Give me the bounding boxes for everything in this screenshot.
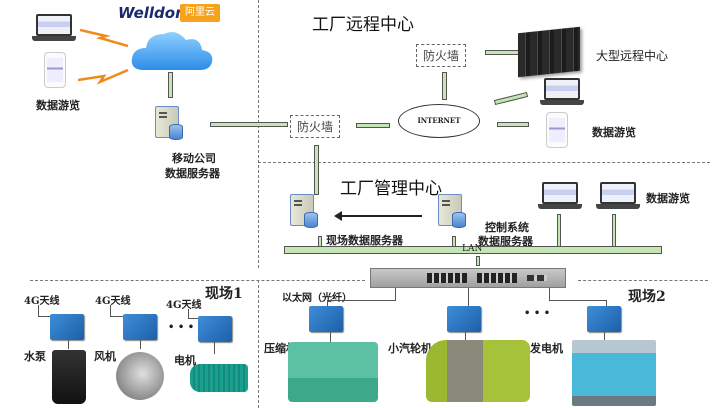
rtu-device-icon <box>309 306 343 332</box>
divider-remote-management <box>258 162 710 163</box>
electric-motor-image <box>190 364 248 392</box>
link-internet-phone <box>497 122 529 127</box>
link-firewall-internet <box>356 123 390 128</box>
management-laptop-icon <box>596 182 640 212</box>
site2-ellipsis: • • • <box>524 308 551 319</box>
welldone-logo: Welldone <box>118 4 196 22</box>
cloud-icon <box>131 32 213 70</box>
antenna-label-3: 4G天线 <box>166 300 202 311</box>
firewall-left: 防火墙 <box>290 115 341 138</box>
datacenter-icon <box>518 26 580 78</box>
device-label-pump: 水泵 <box>24 350 46 363</box>
control-server-label-2: 数据服务器 <box>478 235 533 248</box>
phone-icon <box>44 52 66 88</box>
site1-title: 现场1 <box>205 286 243 302</box>
ethernet-label: 以太网（光纤） <box>282 293 352 304</box>
remote-phone-icon <box>546 112 568 148</box>
lan-drop-control-server <box>452 236 456 247</box>
generator-image <box>572 340 656 406</box>
management-laptop-icon <box>538 182 582 212</box>
device-label-motor: 电机 <box>174 354 196 367</box>
rtu-device-icon <box>587 306 621 332</box>
site1-ellipsis: • • • <box>168 322 195 333</box>
ethernet-wire <box>606 300 607 307</box>
water-pump-image <box>52 350 86 404</box>
lan-drop-switch <box>476 256 480 266</box>
field-server-label: 现场数据服务器 <box>326 234 403 247</box>
antenna-wire <box>188 318 198 319</box>
field-server-icon <box>290 194 318 228</box>
aliyun-logo-text: 阿里云 <box>185 7 215 18</box>
rtu-wire <box>140 340 141 349</box>
control-server-label-1: 控制系统 <box>485 221 529 234</box>
antenna-label-2: 4G天线 <box>95 296 131 307</box>
divider-vertical-left <box>258 0 259 268</box>
link-firewall-management <box>314 145 319 195</box>
aliyun-logo: 阿里云 <box>180 4 220 22</box>
left-browse-label: 数据游览 <box>36 99 80 112</box>
remote-browse-label: 数据游览 <box>592 126 636 139</box>
ethernet-wire <box>549 288 550 300</box>
wireless-link-icon <box>78 68 129 85</box>
firewall-left-label: 防火墙 <box>297 120 334 134</box>
rtu-wire <box>68 340 69 349</box>
lan-label: LAN <box>462 244 483 254</box>
device-label-generator: 发电机 <box>530 342 563 355</box>
divider-site-left <box>30 280 365 281</box>
lan-drop-laptop-2 <box>612 214 616 247</box>
data-flow-arrow <box>334 211 422 221</box>
control-server-icon <box>438 194 466 228</box>
antenna-wire <box>38 316 50 317</box>
remote-center-title: 工厂远程中心 <box>312 15 414 35</box>
blower-fan-image <box>116 352 164 400</box>
laptop-icon <box>32 14 76 44</box>
lan-bus <box>284 246 662 254</box>
link-internet-laptop <box>493 91 529 106</box>
wireless-link-icon <box>80 28 129 48</box>
firewall-top: 防火墙 <box>416 44 467 67</box>
mobile-server-label-1: 移动公司 <box>172 152 216 165</box>
link-firewall-internet-top <box>442 72 447 100</box>
rtu-wire <box>214 342 215 354</box>
ethernet-wire <box>468 288 469 306</box>
antenna-wire <box>110 316 123 317</box>
rtu-device-icon <box>50 314 84 340</box>
site2-title: 现场2 <box>628 289 666 305</box>
antenna-wire <box>38 305 39 316</box>
mobile-server-label-2: 数据服务器 <box>165 167 220 180</box>
link-server-firewall <box>210 122 288 127</box>
link-cloud-server <box>168 72 173 98</box>
rtu-device-icon <box>447 306 481 332</box>
network-switch-icon <box>370 268 566 288</box>
antenna-label-1: 4G天线 <box>24 296 60 307</box>
internet-cloud: INTERNET <box>398 104 480 138</box>
remote-laptop-icon <box>540 78 584 108</box>
ethernet-wire <box>327 300 396 301</box>
rtu-device-icon <box>198 316 232 342</box>
ethernet-wire <box>395 288 396 300</box>
internet-label: INTERNET <box>417 116 461 125</box>
divider-site-right <box>578 280 708 281</box>
compressor-image <box>288 342 378 402</box>
mobile-server-icon <box>155 106 183 140</box>
device-label-fan: 风机 <box>94 350 116 363</box>
link-firewall-datacenter <box>485 50 519 55</box>
management-center-title: 工厂管理中心 <box>340 179 442 199</box>
firewall-top-label: 防火墙 <box>423 49 460 63</box>
ethernet-wire <box>549 300 606 301</box>
datacenter-label: 大型远程中心 <box>596 49 669 63</box>
rtu-wire <box>330 332 331 342</box>
rtu-wire <box>465 332 466 340</box>
divider-site1-site2 <box>258 280 259 408</box>
antenna-wire <box>188 309 189 318</box>
ethernet-wire <box>327 300 328 307</box>
steam-turbine-image <box>426 340 530 402</box>
antenna-wire <box>110 305 111 316</box>
management-browse-label: 数据游览 <box>646 192 690 205</box>
lan-drop-field-server <box>318 236 322 247</box>
rtu-wire <box>604 332 605 346</box>
lan-drop-laptop-1 <box>557 214 561 247</box>
device-label-steam-turbine: 小汽轮机 <box>388 342 432 355</box>
rtu-device-icon <box>123 314 157 340</box>
